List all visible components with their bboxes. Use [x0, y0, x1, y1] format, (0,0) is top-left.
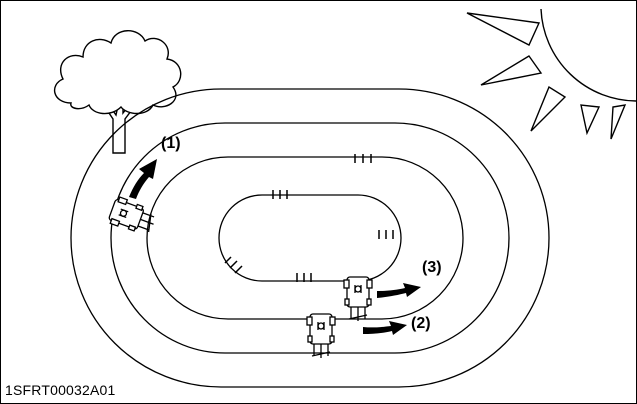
swath-mark	[354, 154, 372, 163]
track-inner	[146, 156, 464, 320]
sun-icon	[466, 8, 636, 140]
arrow-icon	[377, 283, 421, 298]
marker-3-label: (3)	[422, 259, 442, 276]
tractor-icon	[108, 196, 155, 233]
swath-mark	[272, 190, 288, 199]
swath-mark	[296, 273, 312, 282]
field-tracks	[70, 88, 550, 388]
swath-mark	[224, 256, 243, 274]
marker-2-label: (2)	[411, 315, 431, 332]
figure-code: 1SFRT00032A01	[5, 382, 116, 398]
track-center	[218, 194, 402, 282]
tractor-icon	[306, 313, 336, 358]
tree-icon	[53, 30, 182, 154]
tractor-icon	[343, 276, 373, 321]
arrow-icon	[363, 321, 407, 335]
marker-1-label: (1)	[161, 135, 181, 152]
track-outer	[70, 88, 550, 388]
swath-marks	[224, 154, 394, 282]
arrow-icon	[129, 159, 157, 199]
track-middle	[110, 122, 510, 354]
swath-mark	[378, 230, 394, 239]
